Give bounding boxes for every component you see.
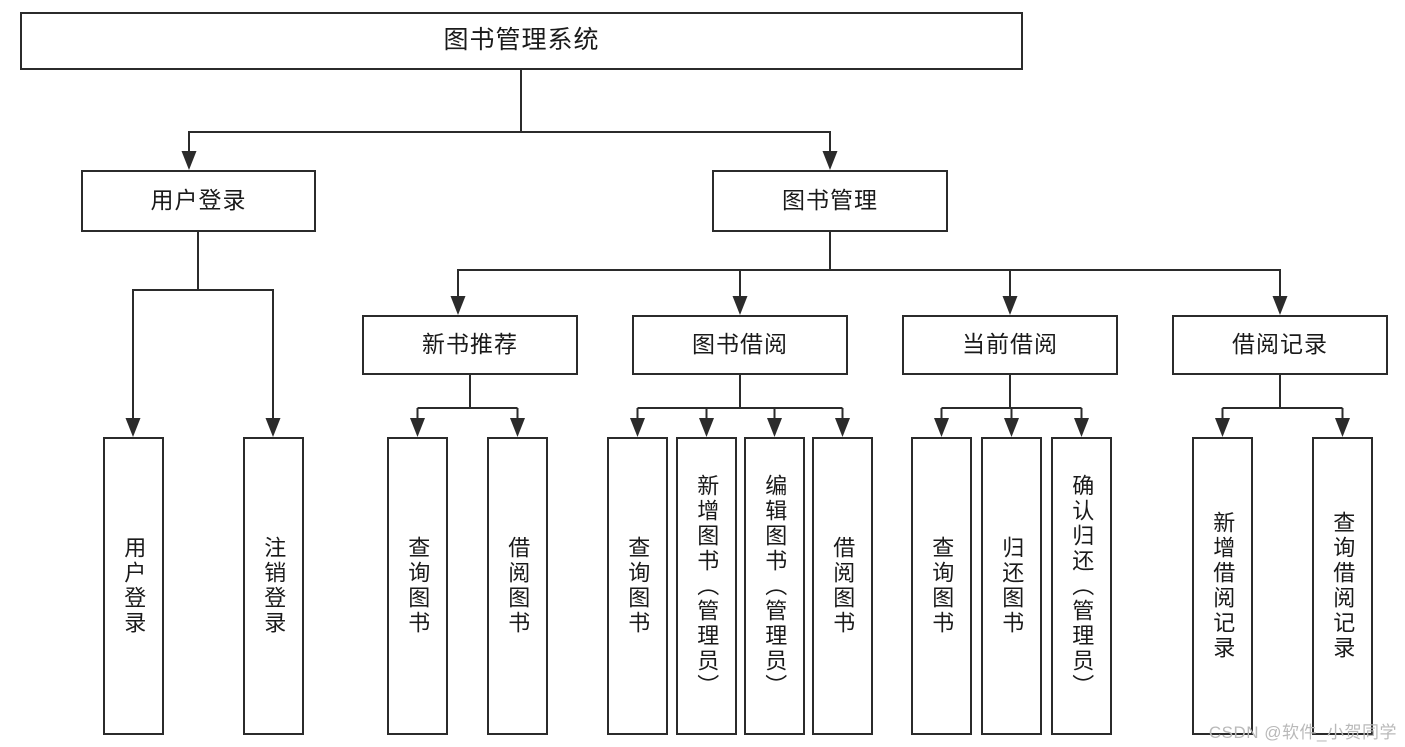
connector-book-mgmt-b2 bbox=[738, 268, 830, 305]
node-leaf-query-books-recommend-label: 查询图书 bbox=[405, 536, 431, 636]
connector-user-login-branch2 bbox=[198, 288, 275, 427]
arrowhead-book-mgmt-b2 bbox=[732, 296, 748, 315]
node-new-book-recommend-label: 新书推荐 bbox=[422, 331, 518, 358]
arrowhead-leaf-borrow-book bbox=[835, 418, 850, 437]
node-leaf-edit-book[interactable]: 编辑图书（管理员） bbox=[744, 437, 805, 735]
node-leaf-query-borrow-record-label: 查询借阅记录 bbox=[1330, 511, 1356, 661]
node-leaf-query-books-current-label: 查询图书 bbox=[929, 536, 955, 636]
node-leaf-confirm-return[interactable]: 确认归还（管理员） bbox=[1051, 437, 1112, 735]
arrowhead-leaf-borrow-books-recommend bbox=[510, 418, 525, 437]
arrowhead-leaf-query-borrow-record bbox=[1335, 418, 1350, 437]
node-leaf-add-borrow-record[interactable]: 新增借阅记录 bbox=[1192, 437, 1253, 735]
node-leaf-query-books-borrow[interactable]: 查询图书 bbox=[607, 437, 668, 735]
node-root-图书管理系统[interactable]: 图书管理系统 bbox=[20, 12, 1023, 70]
arrowhead-leaf-add-book bbox=[699, 418, 714, 437]
node-current-borrow[interactable]: 当前借阅 bbox=[902, 315, 1118, 375]
node-leaf-borrow-book[interactable]: 借阅图书 bbox=[812, 437, 873, 735]
connector-book-mgmt-b4 bbox=[830, 268, 1282, 305]
node-leaf-confirm-return-label: 确认归还（管理员） bbox=[1069, 473, 1095, 699]
arrowhead-leaf-query-books-borrow bbox=[630, 418, 645, 437]
node-leaf-add-book-label: 新增图书（管理员） bbox=[694, 473, 720, 699]
node-leaf-logout-login-label: 注销登录 bbox=[261, 536, 287, 636]
arrowhead-user-login-branch2 bbox=[265, 418, 281, 437]
arrowhead-root-bus bbox=[181, 151, 197, 170]
connector-root-to-book-mgmt bbox=[521, 130, 832, 160]
arrowhead-book-mgmt-b4 bbox=[1272, 296, 1288, 315]
node-leaf-query-books-recommend[interactable]: 查询图书 bbox=[387, 437, 448, 735]
arrowhead-book-mgmt-stem bbox=[450, 296, 466, 315]
arrowhead-book-mgmt-b3 bbox=[1002, 296, 1018, 315]
node-borrow-record-label: 借阅记录 bbox=[1232, 331, 1328, 358]
node-root-图书管理系统-label: 图书管理系统 bbox=[443, 26, 600, 55]
arrowhead-leaf-query-books-current bbox=[934, 418, 949, 437]
node-borrow-record[interactable]: 借阅记录 bbox=[1172, 315, 1388, 375]
node-leaf-query-books-borrow-label: 查询图书 bbox=[625, 536, 651, 636]
node-leaf-edit-book-label: 编辑图书（管理员） bbox=[762, 473, 788, 699]
node-leaf-borrow-books-recommend-label: 借阅图书 bbox=[505, 536, 531, 636]
node-leaf-user-login[interactable]: 用户登录 bbox=[103, 437, 164, 735]
arrowhead-leaf-confirm-return bbox=[1074, 418, 1089, 437]
arrowhead-leaf-edit-book bbox=[767, 418, 782, 437]
node-leaf-borrow-books-recommend[interactable]: 借阅图书 bbox=[487, 437, 548, 735]
connector-root-bus bbox=[187, 70, 523, 160]
node-leaf-return-book-label: 归还图书 bbox=[999, 536, 1025, 636]
connector-book-mgmt-b3 bbox=[830, 268, 1012, 305]
node-leaf-return-book[interactable]: 归还图书 bbox=[981, 437, 1042, 735]
node-leaf-add-book[interactable]: 新增图书（管理员） bbox=[676, 437, 737, 735]
node-book-borrow[interactable]: 图书借阅 bbox=[632, 315, 848, 375]
arrowhead-user-login-stem bbox=[125, 418, 141, 437]
connector-user-login-stem bbox=[131, 232, 200, 427]
node-user-login[interactable]: 用户登录 bbox=[81, 170, 316, 232]
node-leaf-logout-login[interactable]: 注销登录 bbox=[243, 437, 304, 735]
node-leaf-query-borrow-record[interactable]: 查询借阅记录 bbox=[1312, 437, 1373, 735]
node-book-management-label: 图书管理 bbox=[782, 187, 878, 214]
node-leaf-add-borrow-record-label: 新增借阅记录 bbox=[1210, 511, 1236, 661]
arrowhead-leaf-add-borrow-record bbox=[1215, 418, 1230, 437]
connector-book-mgmt-stem bbox=[456, 232, 832, 305]
node-user-login-label: 用户登录 bbox=[150, 187, 247, 214]
watermark-label: CSDN @软件_小贺同学 bbox=[1208, 723, 1397, 742]
node-leaf-borrow-book-label: 借阅图书 bbox=[830, 536, 856, 636]
arrowhead-leaf-return-book bbox=[1004, 418, 1019, 437]
node-book-borrow-label: 图书借阅 bbox=[692, 331, 788, 358]
arrowhead-leaf-query-books-recommend bbox=[410, 418, 425, 437]
node-new-book-recommend[interactable]: 新书推荐 bbox=[362, 315, 578, 375]
node-book-management[interactable]: 图书管理 bbox=[712, 170, 948, 232]
node-current-borrow-label: 当前借阅 bbox=[962, 331, 1058, 358]
arrowhead-root-to-book-mgmt bbox=[822, 151, 838, 170]
node-leaf-user-login-label: 用户登录 bbox=[121, 536, 147, 636]
node-leaf-query-books-current[interactable]: 查询图书 bbox=[911, 437, 972, 735]
